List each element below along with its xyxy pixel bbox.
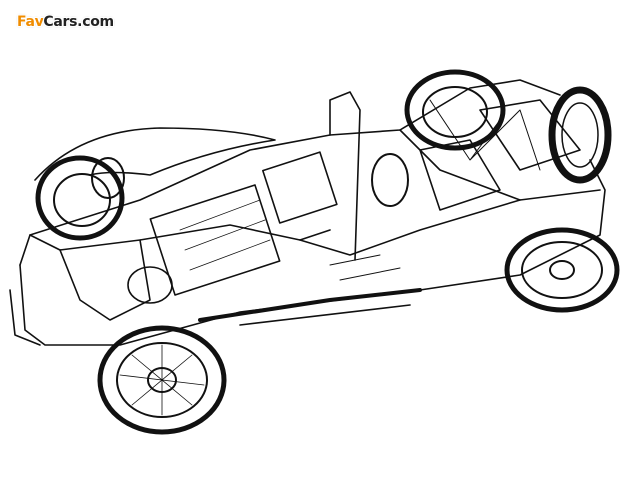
front-right-wheel xyxy=(35,155,125,241)
spare-wheel xyxy=(548,86,612,184)
front-left-wheel xyxy=(97,325,227,435)
logo-fav-text: Fav xyxy=(17,14,44,30)
logo-cars-text: Cars.com xyxy=(43,14,114,30)
favcars-watermark-logo: FavCars.com xyxy=(17,14,114,30)
rear-right-wheel xyxy=(504,227,620,313)
car-body xyxy=(9,79,606,346)
